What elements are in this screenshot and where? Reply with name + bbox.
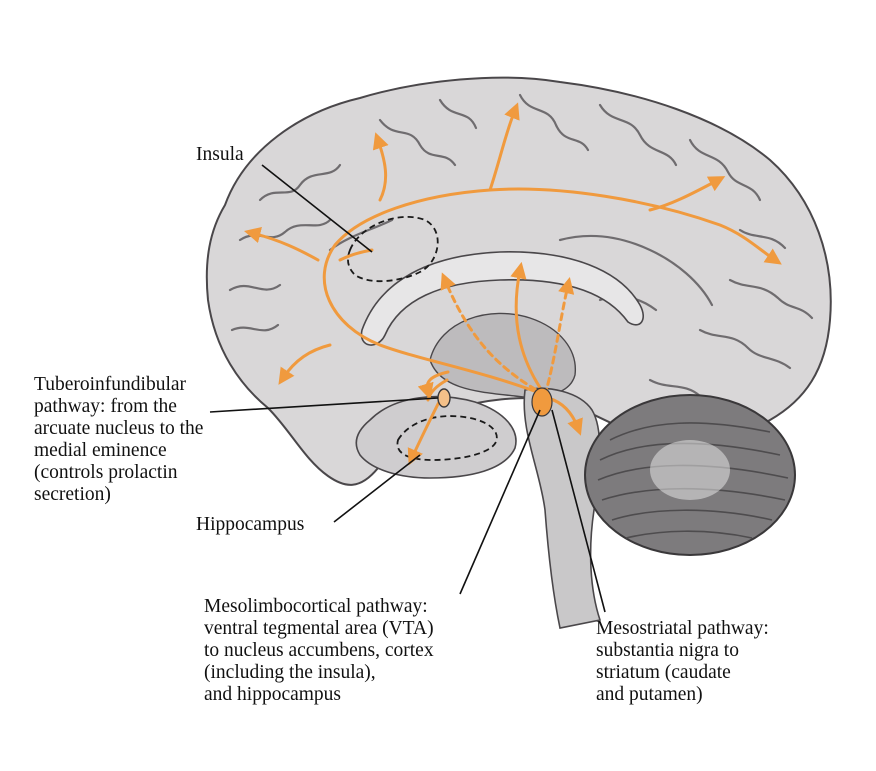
label-line: Mesolimbocortical pathway:	[204, 596, 434, 618]
label-line: (including the insula),	[204, 662, 434, 684]
cerebellum	[585, 395, 795, 555]
label-mesolimbocortical: Mesolimbocortical pathway: ventral tegme…	[204, 596, 434, 706]
label-line: striatum (caudate	[596, 662, 769, 684]
label-line: arcuate nucleus to the	[34, 418, 203, 440]
label-tuberoinfundibular: Tuberoinfundibular pathway: from the arc…	[34, 374, 203, 506]
label-line: substantia nigra to	[596, 640, 769, 662]
brainstem	[524, 388, 600, 628]
label-hippocampus: Hippocampus	[196, 514, 304, 536]
label-line: medial eminence	[34, 440, 203, 462]
label-line: (controls prolactin	[34, 462, 203, 484]
label-line: to nucleus accumbens, cortex	[204, 640, 434, 662]
label-line: and putamen)	[596, 684, 769, 706]
label-line: ventral tegmental area (VTA)	[204, 618, 434, 640]
label-line: Mesostriatal pathway:	[596, 618, 769, 640]
label-line: pathway: from the	[34, 396, 203, 418]
vta-nucleus	[532, 388, 552, 416]
label-line: and hippocampus	[204, 684, 434, 706]
arcuate-nucleus	[438, 389, 450, 407]
label-insula: Insula	[196, 144, 244, 166]
label-line: Tuberoinfundibular	[34, 374, 203, 396]
label-mesostriatal: Mesostriatal pathway: substantia nigra t…	[596, 618, 769, 706]
label-line: secretion)	[34, 484, 203, 506]
